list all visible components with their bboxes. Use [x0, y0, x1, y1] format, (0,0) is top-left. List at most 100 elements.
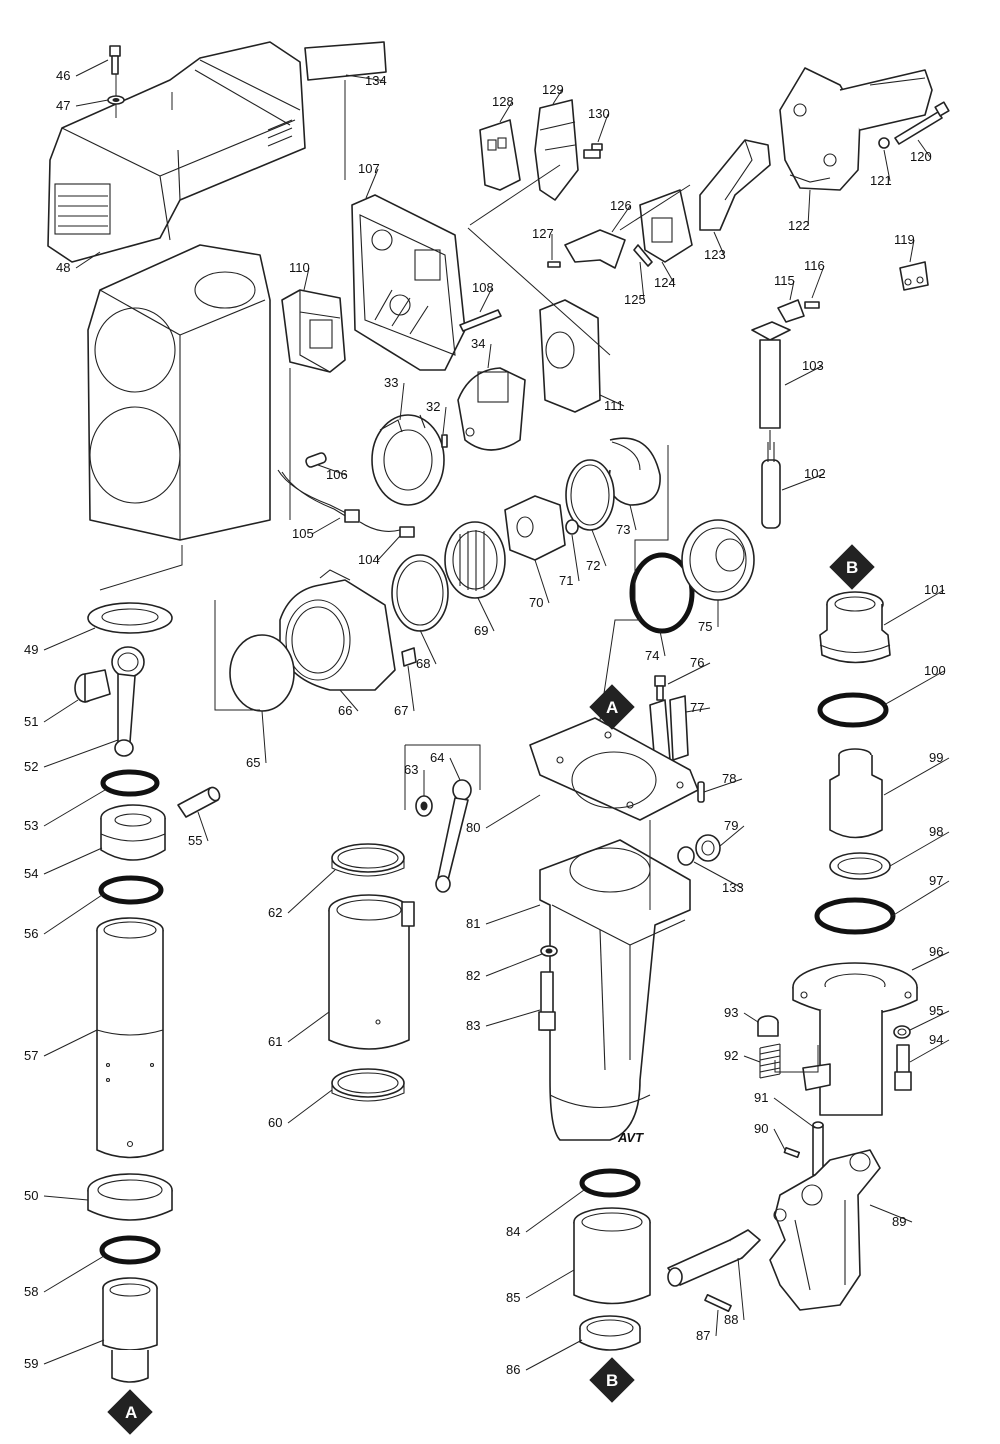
o-ring-74 — [629, 552, 695, 634]
leader-90 — [773, 1128, 786, 1151]
assembly-line — [599, 445, 669, 721]
ring-86 — [579, 1315, 641, 1351]
pin-78 — [697, 781, 705, 803]
leader-107 — [365, 168, 379, 199]
leader-84 — [525, 1189, 585, 1233]
pin-55 — [177, 786, 221, 818]
callout-123: 123 — [704, 247, 726, 262]
callout-133: 133 — [722, 880, 744, 895]
handle-grip — [699, 139, 771, 231]
end-cap-75 — [681, 519, 755, 601]
callout-130: 130 — [588, 106, 610, 121]
o-ring-97 — [814, 897, 896, 935]
callout-110: 110 — [289, 260, 310, 275]
gasket-65 — [214, 600, 295, 712]
crank-housing — [87, 244, 271, 591]
washer-49 — [87, 602, 173, 634]
callout-55: 55 — [188, 833, 202, 848]
pin-32 — [441, 434, 448, 448]
callout-46: 46 — [56, 68, 70, 83]
spring-92 — [759, 1043, 781, 1079]
marker-a-top: A — [589, 684, 635, 730]
leader-59 — [43, 1339, 105, 1365]
pin-87 — [704, 1293, 732, 1313]
callout-48: 48 — [56, 260, 70, 275]
leader-34 — [487, 343, 492, 369]
connector-block — [899, 261, 929, 291]
leader-80 — [485, 794, 541, 829]
leader-115 — [789, 280, 795, 301]
callout-83: 83 — [466, 1018, 480, 1033]
cylinder-57 — [96, 917, 164, 1159]
leader-95 — [909, 1010, 950, 1031]
o-ring-53 — [100, 769, 160, 797]
latch-88 — [667, 1229, 761, 1287]
stator-ring — [371, 414, 445, 506]
o-ring-100 — [817, 692, 889, 728]
callout-76: 76 — [690, 655, 704, 670]
callout-120: 120 — [910, 149, 932, 164]
leader-128 — [499, 101, 513, 123]
callout-88: 88 — [724, 1312, 738, 1327]
leader-98 — [889, 831, 950, 867]
callout-128: 128 — [492, 94, 514, 109]
callout-layer: 4647481341281291301071261271251241231221… — [24, 59, 950, 1377]
callout-32: 32 — [426, 399, 440, 414]
leader-77 — [685, 707, 711, 713]
callout-98: 98 — [929, 824, 943, 839]
callout-87: 87 — [696, 1328, 710, 1343]
callout-100: 100 — [924, 663, 946, 678]
leader-119 — [909, 239, 915, 263]
screw-67 — [401, 647, 417, 667]
leader-56 — [43, 892, 106, 935]
leader-57 — [43, 1029, 98, 1057]
callout-125: 125 — [624, 292, 646, 307]
leader-33 — [399, 382, 405, 421]
ring-62 — [331, 843, 405, 877]
motor-cover — [47, 41, 306, 263]
leader-79 — [719, 825, 745, 847]
seal-ring-68 — [391, 554, 449, 632]
plug-79 — [695, 834, 721, 862]
housing-brand-text: AVT — [617, 1130, 644, 1145]
cap-93 — [757, 1015, 779, 1037]
sleeve-61 — [328, 894, 415, 1050]
leader-65 — [261, 710, 267, 764]
o-ring-56 — [98, 875, 164, 905]
svg-text:B: B — [606, 1371, 618, 1390]
brush-holder — [457, 367, 526, 451]
callout-53: 53 — [24, 818, 38, 833]
callout-79: 79 — [724, 818, 738, 833]
callout-61: 61 — [268, 1034, 282, 1049]
leader-88 — [737, 1257, 745, 1321]
gear-ring-69 — [444, 521, 506, 599]
callout-86: 86 — [506, 1362, 520, 1377]
callout-121: 121 — [870, 173, 892, 188]
leader-46 — [75, 59, 109, 77]
leader-53 — [43, 789, 106, 827]
bolt-94 — [894, 1044, 912, 1091]
leader-66 — [339, 689, 359, 712]
marker-b-top: B — [829, 544, 875, 590]
switch-block — [281, 289, 346, 373]
callout-66: 66 — [338, 703, 352, 718]
marker-b-bottom: B — [589, 1357, 635, 1403]
handle-bolt — [878, 101, 950, 149]
svg-text:A: A — [125, 1403, 137, 1422]
leader-126 — [611, 205, 631, 233]
callout-73: 73 — [616, 522, 630, 537]
callout-47: 47 — [56, 98, 70, 113]
leader-134 — [345, 74, 386, 82]
terminal-plate — [547, 184, 693, 269]
leader-64 — [449, 757, 461, 781]
callout-82: 82 — [466, 968, 480, 983]
leader-122 — [807, 189, 811, 227]
leader-99 — [883, 757, 950, 796]
callout-59: 59 — [24, 1356, 38, 1371]
leader-100 — [883, 670, 945, 706]
adapter-101 — [819, 591, 891, 664]
leader-108 — [479, 287, 493, 313]
barrel-81: AVT — [539, 820, 691, 1145]
callout-54: 54 — [24, 866, 38, 881]
